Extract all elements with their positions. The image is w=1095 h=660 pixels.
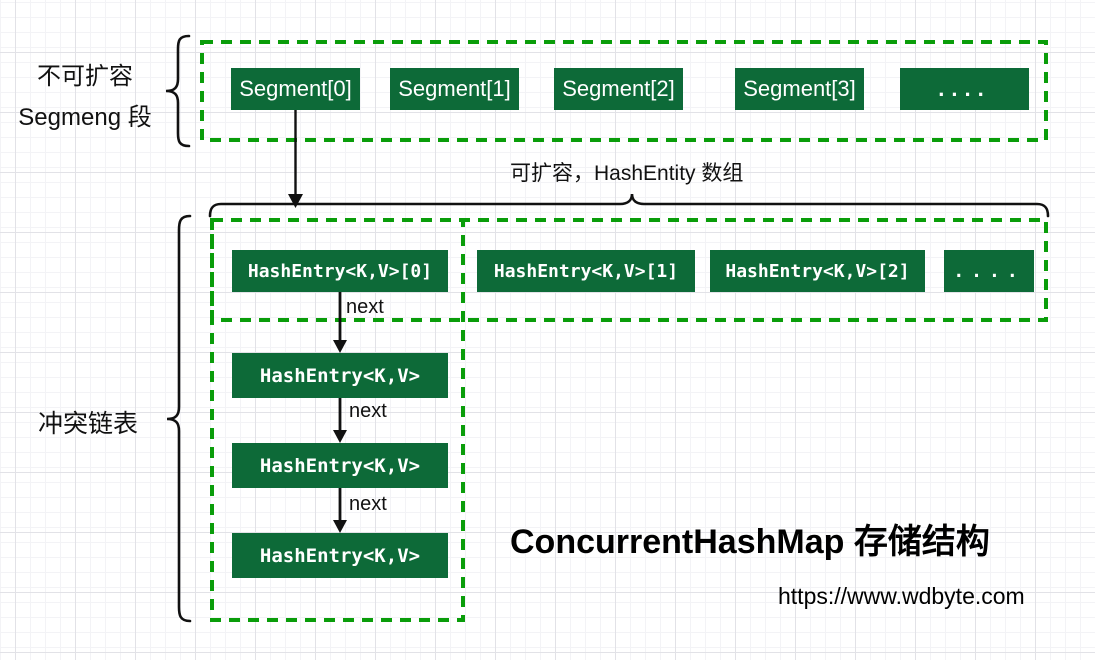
chain-node-1: HashEntry<K,V> <box>232 353 448 398</box>
next-label-1: next <box>346 296 384 318</box>
watermark-url: https://www.wdbyte.com <box>778 583 1025 609</box>
expandable-array-note: 可扩容，HashEntity 数组 <box>510 162 744 185</box>
next-arrow-3 <box>333 488 347 533</box>
segment-box-3: Segment[3] <box>735 68 864 110</box>
hashentry-box-ellipsis: .... <box>944 250 1034 292</box>
next-label-3: next <box>349 493 387 515</box>
segments-left-brace <box>165 34 191 148</box>
chain-node-2: HashEntry<K,V> <box>232 443 448 488</box>
segments-section-label-line1: 不可扩容 <box>37 63 133 90</box>
segments-section-label-line2: Segmeng 段 <box>18 104 152 131</box>
next-arrow-2 <box>333 398 347 443</box>
segments-section-label: 不可扩容 Segmeng 段 <box>6 56 164 138</box>
segment-box-ellipsis: .... <box>900 68 1029 110</box>
hashentry-box-0: HashEntry<K,V>[0] <box>232 250 448 292</box>
segment-box-0: Segment[0] <box>231 68 360 110</box>
segment-box-1: Segment[1] <box>390 68 519 110</box>
chain-node-3: HashEntry<K,V> <box>232 533 448 578</box>
hashentry-array-top-brace <box>208 193 1050 218</box>
segment0-to-array-arrow <box>288 110 303 208</box>
collision-chain-label: 冲突链表 <box>38 410 139 438</box>
hashentry-box-2: HashEntry<K,V>[2] <box>710 250 925 292</box>
next-arrow-1 <box>333 292 347 353</box>
diagram-title: ConcurrentHashMap 存储结构 <box>510 523 990 561</box>
collision-chain-left-brace <box>166 214 192 623</box>
hashentry-box-1: HashEntry<K,V>[1] <box>477 250 695 292</box>
segment-box-2: Segment[2] <box>554 68 683 110</box>
next-label-2: next <box>349 400 387 422</box>
